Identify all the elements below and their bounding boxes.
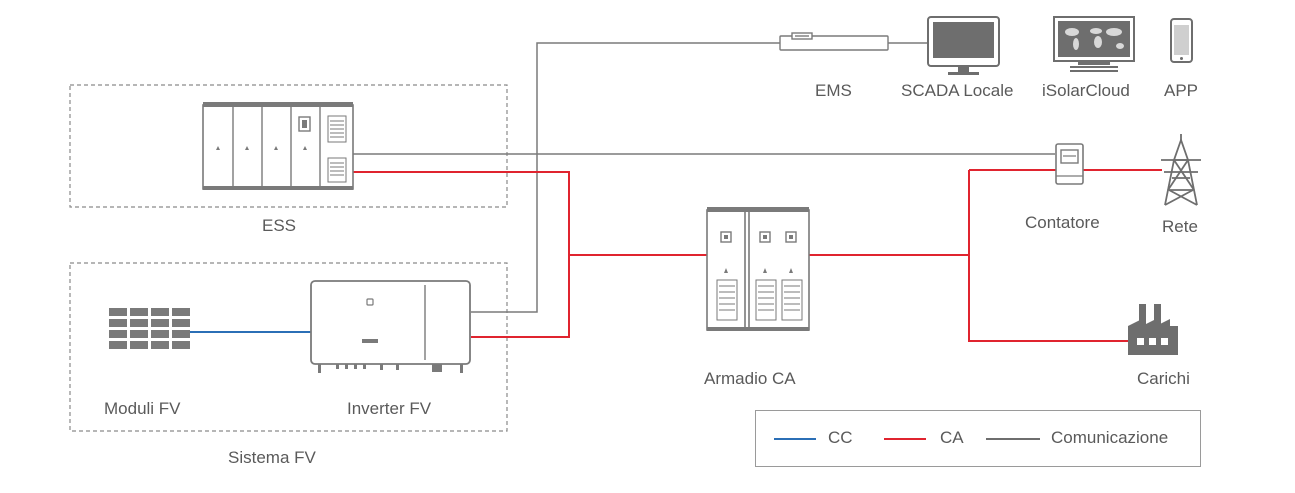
- grid-label: Rete: [1162, 217, 1198, 236]
- legend-ac-label: CA: [940, 428, 964, 447]
- pv-inverter-label: Inverter FV: [347, 399, 432, 418]
- legend-comm-label: Comunicazione: [1051, 428, 1169, 447]
- legend-dc-label: CC: [828, 428, 853, 447]
- communication-lines: [352, 42, 1055, 313]
- pv-system-label: Sistema FV: [228, 448, 316, 467]
- scada-label: SCADA Locale: [901, 81, 1014, 100]
- meter-label: Contatore: [1025, 213, 1100, 232]
- app-label: APP: [1164, 81, 1199, 100]
- legend: CC CA Comunicazione: [755, 410, 1201, 467]
- ess-group-box: [69, 84, 508, 208]
- ess-cabinet-icon: [202, 102, 354, 190]
- scada-monitor-icon: [927, 16, 1000, 75]
- legend-comm-line: [986, 438, 1040, 440]
- factory-loads-icon: [1128, 304, 1178, 355]
- legend-dc-line: [774, 438, 816, 440]
- grid-tower-icon: [1161, 134, 1201, 206]
- app-phone-icon: [1170, 18, 1193, 63]
- pv-system-group-box: [69, 262, 508, 432]
- ess-label: ESS: [262, 216, 297, 235]
- ac-cabinet-label: Armadio CA: [704, 369, 796, 388]
- meter-icon: [1055, 143, 1084, 185]
- loads-label: Carichi: [1137, 369, 1190, 388]
- pv-inverter-icon: [310, 280, 471, 373]
- pv-modules-icon: [109, 308, 190, 349]
- ems-icon: [779, 32, 889, 51]
- pv-modules-label: Moduli FV: [104, 399, 181, 418]
- ems-label: EMS: [815, 81, 852, 100]
- isolarcloud-label: iSolarCloud: [1042, 81, 1130, 100]
- legend-ac-line: [884, 438, 926, 440]
- isolarcloud-icon: [1053, 16, 1135, 72]
- ac-lines: [352, 169, 1162, 342]
- ac-cabinet-icon: [706, 207, 810, 331]
